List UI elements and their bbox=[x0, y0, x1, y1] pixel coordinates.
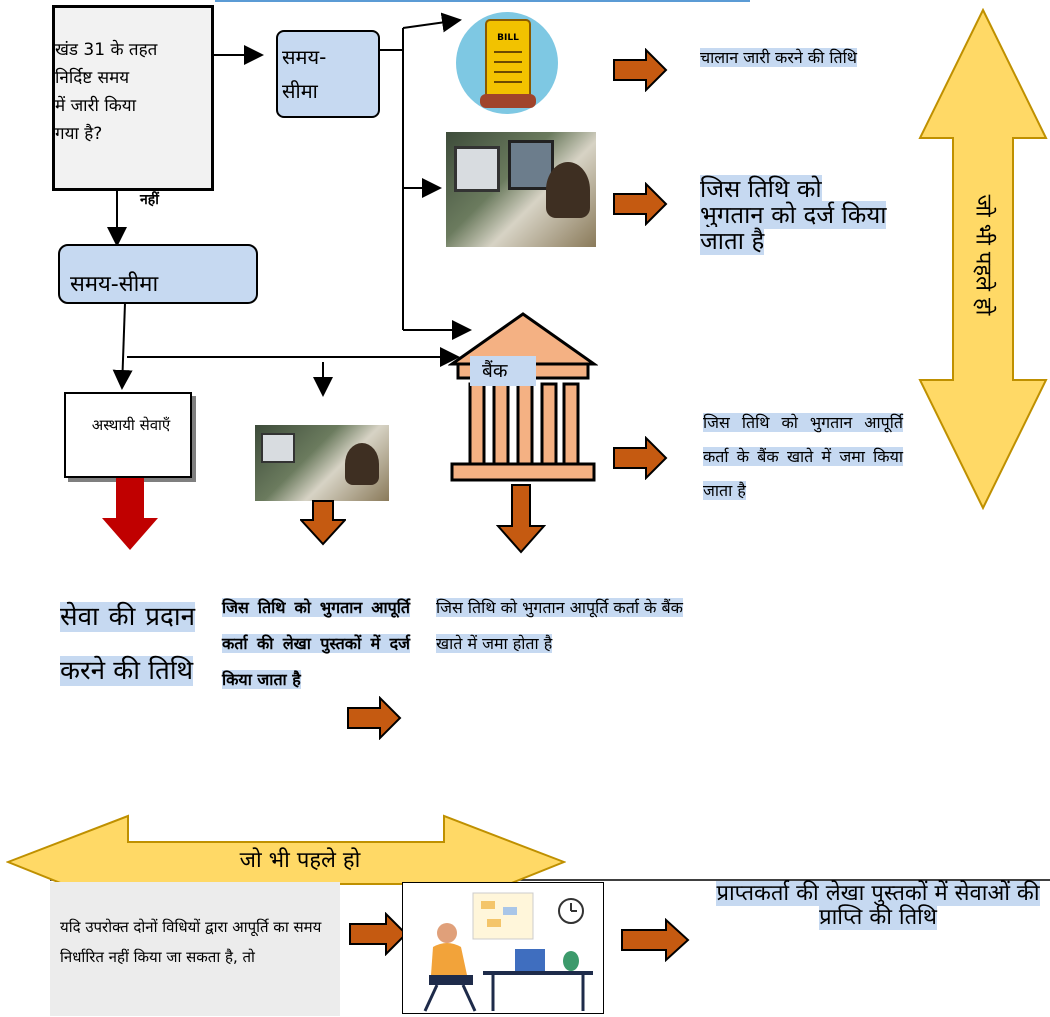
bill-icon: BILL bbox=[456, 12, 558, 114]
books-record-text: जिस तिथि को भुगतान आपूर्ति कर्ता की लेखा… bbox=[222, 590, 410, 698]
right-arrow-icon bbox=[613, 182, 668, 226]
right-arrow-icon bbox=[613, 436, 668, 480]
right-arrow-icon bbox=[621, 918, 690, 962]
bank-icon bbox=[448, 312, 598, 482]
desk-illustration bbox=[402, 882, 604, 1014]
temp-services-label: अस्थायी सेवाएँ bbox=[91, 416, 171, 434]
outcome-text: चालान जारी करने की तिथि bbox=[700, 48, 858, 67]
computer-photo bbox=[446, 132, 596, 247]
decision-box: खंड 31 के तहत निर्दिष्ट समय में जारी किय… bbox=[52, 5, 214, 191]
service-date-text: सेवा की प्रदान करने की तिथि bbox=[60, 590, 195, 698]
horizontal-arrow-label: जो भी पहले हो bbox=[239, 848, 361, 873]
time-limit-mid-box: समय-सीमा bbox=[58, 244, 258, 304]
outcome-text: जिस तिथि को भुगतान आपूर्ति कर्ता की लेखा… bbox=[222, 598, 410, 689]
bill-icon-text: BILL bbox=[497, 33, 519, 43]
right-arrow-icon bbox=[613, 48, 668, 92]
recipient-books-text: प्राप्तकर्ता की लेखा पुस्तकों में सेवाओं… bbox=[708, 881, 1048, 930]
temp-services-box: अस्थायी सेवाएँ bbox=[64, 392, 192, 478]
time-limit-mid-label: समय-सीमा bbox=[70, 272, 159, 297]
bank-deposit-text: जिस तिथि को भुगतान आपूर्ति कर्ता के बैंक… bbox=[436, 590, 686, 662]
person-icon bbox=[546, 162, 590, 218]
person-icon bbox=[345, 443, 379, 485]
decision-text-line: निर्दिष्ट समय bbox=[55, 68, 130, 88]
vertical-arrow-label: जो भी पहले हो bbox=[970, 194, 996, 316]
outcome-text: सेवा की प्रदान करने की तिथि bbox=[60, 602, 195, 686]
right-arrow-icon bbox=[347, 696, 402, 740]
top-rule bbox=[215, 0, 750, 2]
invoice-date-text: चालान जारी करने की तिथि bbox=[700, 30, 915, 86]
fallback-box: यदि उपरोक्त दोनों विधियों द्वारा आपूर्ति… bbox=[50, 882, 340, 1016]
outcome-text: जिस तिथि को भुगतान को दर्ज किया जाता है bbox=[700, 175, 887, 255]
outcome-text: जिस तिथि को भुगतान आपूर्ति कर्ता के बैंक… bbox=[436, 598, 683, 653]
outcome-text: जिस तिथि को भुगतान आपूर्ति कर्ता के बैंक… bbox=[703, 413, 903, 500]
time-limit-top-box: समय-सीमा bbox=[276, 30, 380, 118]
computer-photo-small bbox=[255, 425, 389, 501]
monitor-icon bbox=[454, 146, 500, 192]
down-arrow-icon bbox=[300, 500, 346, 546]
decision-text-line: में जारी किया bbox=[55, 96, 137, 116]
bank-credit-text: जिस तिथि को भुगतान आपूर्ति कर्ता के बैंक… bbox=[703, 406, 903, 508]
no-label: नहीं bbox=[140, 192, 159, 208]
monitor-icon bbox=[261, 433, 295, 463]
decision-text-line: गया है? bbox=[55, 124, 103, 144]
fallback-text: यदि उपरोक्त दोनों विधियों द्वारा आपूर्ति… bbox=[60, 918, 322, 966]
payment-recorded-text: जिस तिथि को भुगतान को दर्ज किया जाता है bbox=[700, 175, 890, 255]
down-arrow-icon bbox=[496, 484, 546, 554]
vertical-double-arrow bbox=[918, 8, 1048, 510]
down-arrow-icon bbox=[102, 478, 158, 550]
vertical-arrow-label-wrap: जो भी पहले हो bbox=[960, 160, 1008, 350]
time-limit-top-label: समय-सीमा bbox=[282, 45, 327, 103]
right-arrow-icon bbox=[349, 912, 408, 956]
decision-text-line: खंड 31 के तहत bbox=[55, 40, 158, 60]
outcome-text: प्राप्तकर्ता की लेखा पुस्तकों में सेवाओं… bbox=[716, 881, 1040, 930]
bank-label: बैंक bbox=[470, 356, 536, 386]
